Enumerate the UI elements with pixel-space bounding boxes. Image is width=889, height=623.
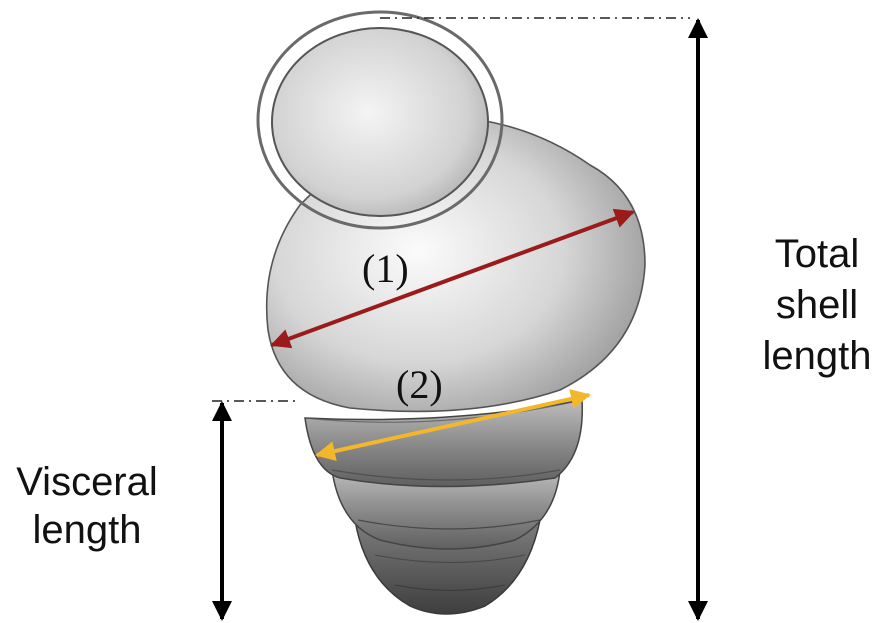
width-1-arrow xyxy=(270,208,635,349)
total-length-label-line1: Total xyxy=(775,232,860,276)
total-length-label-line3: length xyxy=(763,334,872,378)
visceral-length-label-line1: Visceral xyxy=(16,460,158,504)
shell-aperture xyxy=(271,27,489,217)
total-length-label-line2: shell xyxy=(776,283,858,327)
visceral-length-label-line2: length xyxy=(33,508,142,552)
shell-illustration xyxy=(256,10,646,615)
width-2-arrow xyxy=(315,389,591,461)
width-2-label: (2) xyxy=(396,362,443,407)
width-1-label: (1) xyxy=(362,246,409,291)
